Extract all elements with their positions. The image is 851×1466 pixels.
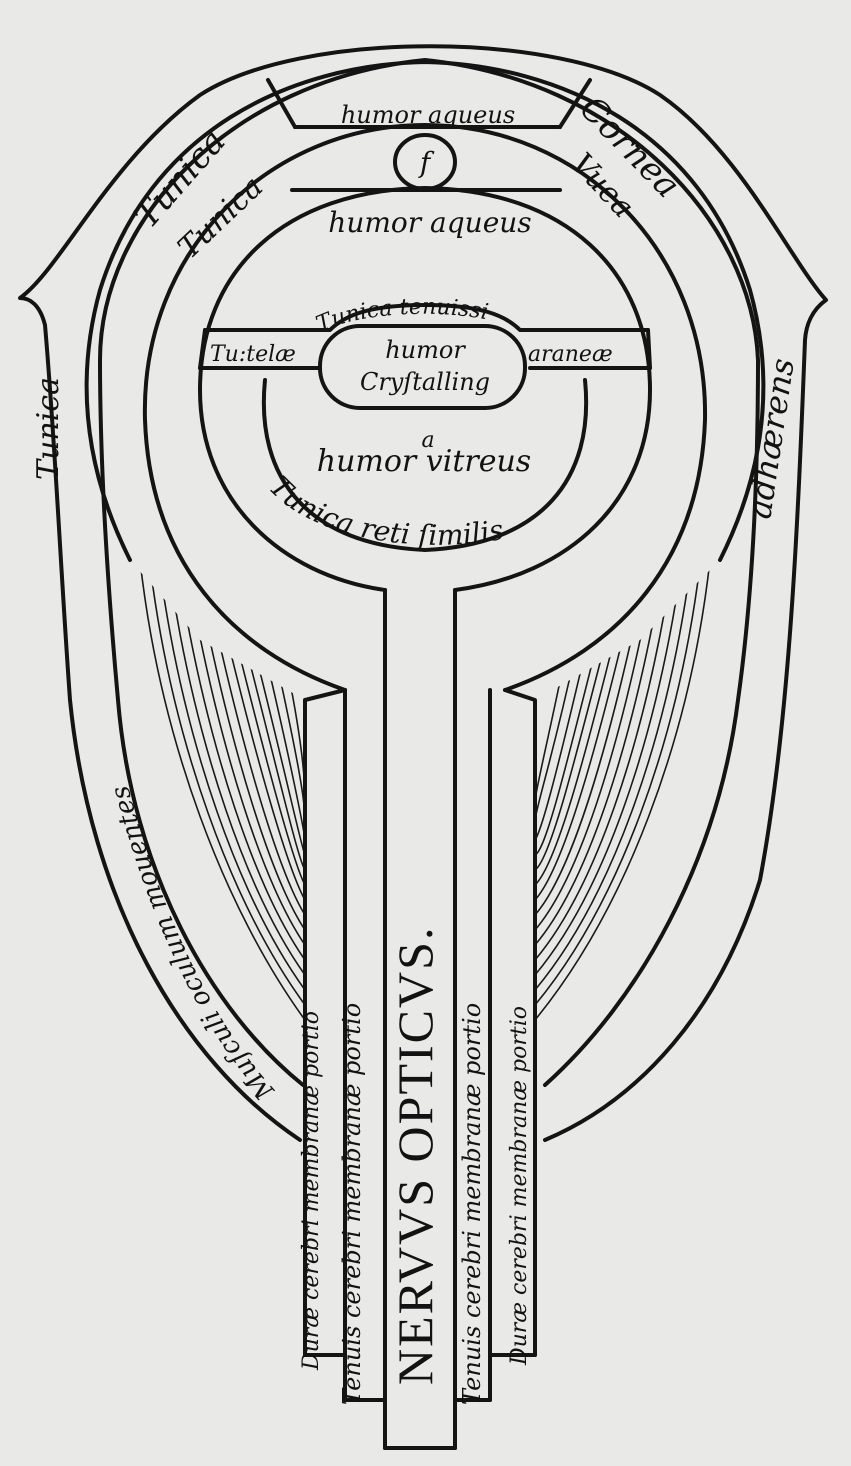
- label-nervus-opticus: NERVVS OPTICVS.: [387, 926, 443, 1385]
- label-humor-crystallinus-1: humor: [385, 336, 466, 364]
- label-tenuis-left: Tenuis cerebri membranæ portio: [338, 1003, 366, 1405]
- label-humor-crystallinus-2: Cryſtalling: [360, 368, 490, 396]
- label-letter-a: a: [421, 428, 434, 453]
- muscle-right-hatching: [535, 560, 711, 1021]
- nerve-bottom: [303, 1353, 537, 1450]
- label-dura-right: Duræ cerebri membranæ portio: [507, 1006, 532, 1366]
- tunica-cornea-outer-ring: [84, 60, 766, 562]
- label-tenuis-right: Tenuis cerebri membranæ portio: [458, 1003, 486, 1405]
- label-humor-vitreus: humor vitreus: [317, 444, 531, 479]
- label-tunica-adhaerens-left: Tunica: [31, 377, 66, 480]
- tela-aranea-left: [198, 328, 207, 370]
- cornea-divider-left: [266, 78, 297, 129]
- tela-aranea-right: [646, 328, 652, 370]
- aranea-band-top: [203, 303, 650, 332]
- crystalline-lens: [318, 324, 527, 410]
- label-tutelae: Tu:telæ: [210, 342, 296, 367]
- vitreous-boundary: [261, 378, 589, 552]
- label-humor-aqueus: humor aqueus: [328, 206, 531, 239]
- tunica-adhaerens-outline: [18, 44, 828, 1142]
- label-araneae: araneæ: [528, 342, 613, 367]
- muscle-left-hatching: [139, 560, 305, 1021]
- cornea-divider-right: [558, 78, 592, 129]
- dura-sheath-right: [503, 688, 537, 1357]
- dura-sheath-left: [303, 688, 347, 1357]
- label-dura-left: Duræ cerebri membranæ portio: [299, 1011, 324, 1371]
- letter-f-circle: [393, 133, 457, 191]
- label-humor-aqueus-top: humor aqueus: [341, 101, 515, 129]
